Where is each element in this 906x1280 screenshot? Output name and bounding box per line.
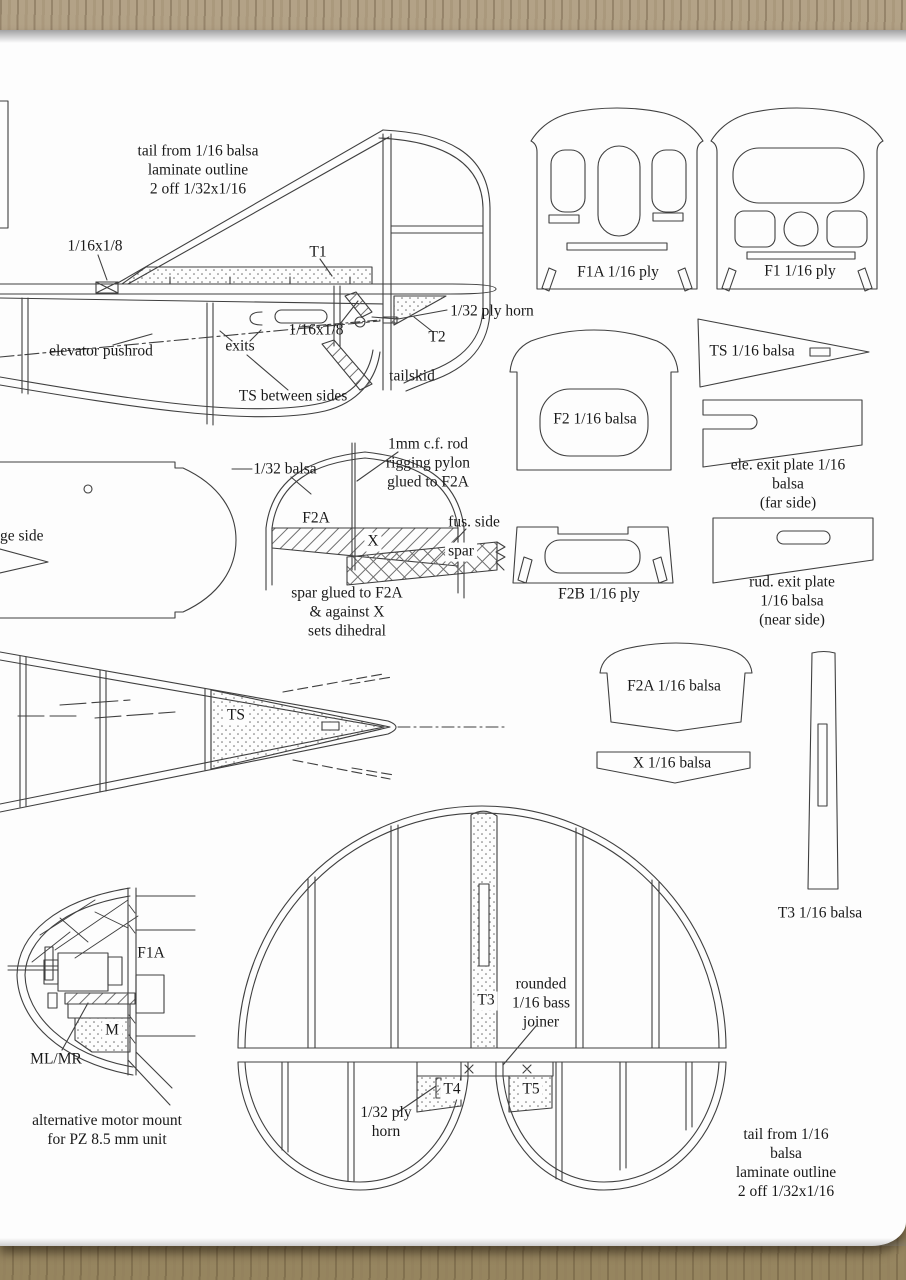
- tail-plan-view: [237, 805, 727, 1191]
- part-f2a: [599, 642, 753, 732]
- former-f2b: [512, 526, 674, 584]
- paper-bottom-shadow: [0, 1238, 906, 1246]
- pylon-detail: [0, 442, 506, 599]
- tail-side-view: [0, 129, 497, 426]
- part-ts: [697, 318, 870, 388]
- part-ele-exit-plate: [702, 399, 863, 468]
- former-f2: [509, 329, 679, 471]
- part-x: [596, 751, 751, 784]
- paper-top-shadow: [0, 30, 906, 43]
- cutoff-part-top-left: [0, 100, 9, 229]
- fuselage-side-piece: [0, 461, 237, 619]
- fuselage-top-view: [0, 651, 507, 813]
- motor-mount-detail: [7, 887, 196, 1106]
- part-rud-exit-plate: [712, 517, 874, 584]
- part-t3: [807, 650, 839, 890]
- former-f1: [710, 107, 884, 292]
- former-f1a: [530, 107, 704, 292]
